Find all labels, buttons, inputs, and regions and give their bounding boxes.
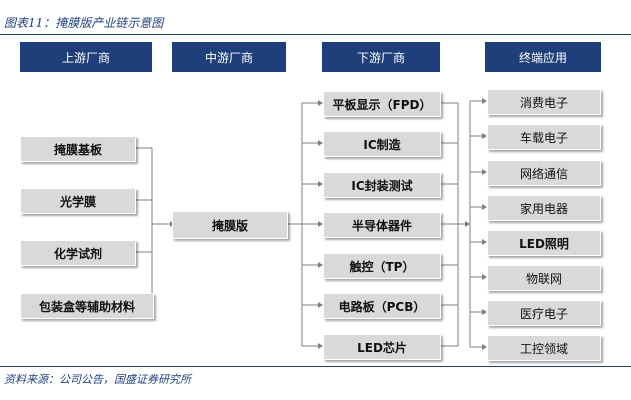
downstream-node-ic-packaging-testing: IC封装测试	[323, 172, 441, 198]
top-rule	[0, 34, 631, 35]
downstream-node-led-chip: LED芯片	[323, 334, 441, 360]
end-use-node-consumer-electronics: 消费电子	[487, 89, 601, 115]
upstream-node-optical-film: 光学膜	[20, 188, 136, 214]
end-use-node-network-communication: 网络通信	[487, 160, 601, 186]
upstream-node-mask-substrate: 掩膜基板	[20, 136, 136, 162]
downstream-node-pcb: 电路板（PCB）	[323, 293, 441, 319]
figure-source: 资料来源：公司公告，国盛证券研究所	[4, 373, 191, 386]
header-downstream: 下游厂商	[322, 42, 440, 72]
end-use-node-iot: 物联网	[487, 265, 601, 291]
end-use-node-home-appliances: 家用电器	[487, 195, 601, 221]
downstream-node-ic-manufacturing: IC制造	[323, 131, 441, 157]
header-upstream: 上游厂商	[20, 42, 152, 72]
figure-title: 图表11：掩膜版产业链示意图	[4, 16, 164, 30]
midstream-node-photomask: 掩膜版	[172, 211, 288, 239]
downstream-node-semiconductor-devices: 半导体器件	[323, 212, 441, 238]
end-use-node-industrial-control: 工控领域	[487, 335, 601, 361]
header-end-use: 终端应用	[485, 42, 601, 72]
end-use-node-medical-electronics: 医疗电子	[487, 300, 601, 326]
bottom-rule	[0, 366, 631, 367]
upstream-node-chemical-reagent: 化学试剂	[20, 240, 136, 266]
downstream-node-touch-panel: 触控（TP）	[323, 253, 441, 279]
end-use-node-automotive-electronics: 车载电子	[487, 124, 601, 150]
downstream-node-fpd: 平板显示（FPD）	[323, 91, 441, 117]
end-use-node-led-lighting: LED照明	[487, 230, 601, 256]
header-midstream: 中游厂商	[172, 42, 286, 72]
upstream-node-auxiliary-materials: 包装盒等辅助材料	[20, 293, 154, 319]
